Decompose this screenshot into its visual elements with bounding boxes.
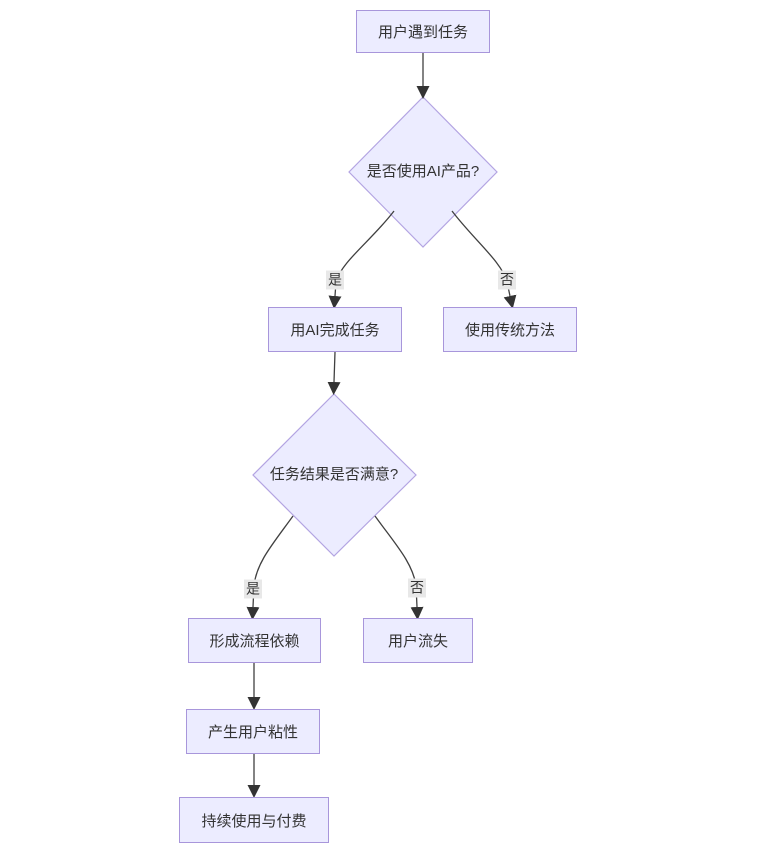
node-form-process-dependency: 形成流程依赖 [188, 618, 321, 663]
edge-label-yes-2: 是 [244, 579, 262, 599]
node-user-encounters-task: 用户遇到任务 [356, 10, 490, 53]
node-label: 用AI完成任务 [290, 322, 380, 339]
decision-result-satisfactory: 任务结果是否满意? [269, 466, 399, 483]
decision-satisfied-diamond [252, 393, 417, 557]
edge-label-no-2: 否 [408, 578, 426, 598]
node-user-churn: 用户流失 [363, 618, 473, 663]
node-label: 持续使用与付费 [201, 812, 307, 830]
node-use-traditional-method: 使用传统方法 [443, 307, 577, 352]
node-label: 用户遇到任务 [377, 24, 468, 41]
edge-label-yes-1: 是 [326, 270, 344, 290]
node-label: 使用传统方法 [464, 322, 555, 339]
decision-use-ai-diamond [348, 96, 498, 248]
edge-label-no-1: 否 [498, 270, 516, 290]
node-continued-use-payment: 持续使用与付费 [179, 797, 329, 843]
node-user-stickiness: 产生用户粘性 [186, 709, 320, 754]
node-complete-task-with-ai: 用AI完成任务 [268, 307, 402, 352]
edge-ai-to-satisfied-decision [327, 351, 341, 395]
decision-use-ai-product: 是否使用AI产品? [366, 163, 480, 180]
node-label: 产生用户粘性 [207, 724, 298, 741]
node-label: 形成流程依赖 [209, 633, 300, 650]
node-label: 用户流失 [387, 633, 448, 650]
